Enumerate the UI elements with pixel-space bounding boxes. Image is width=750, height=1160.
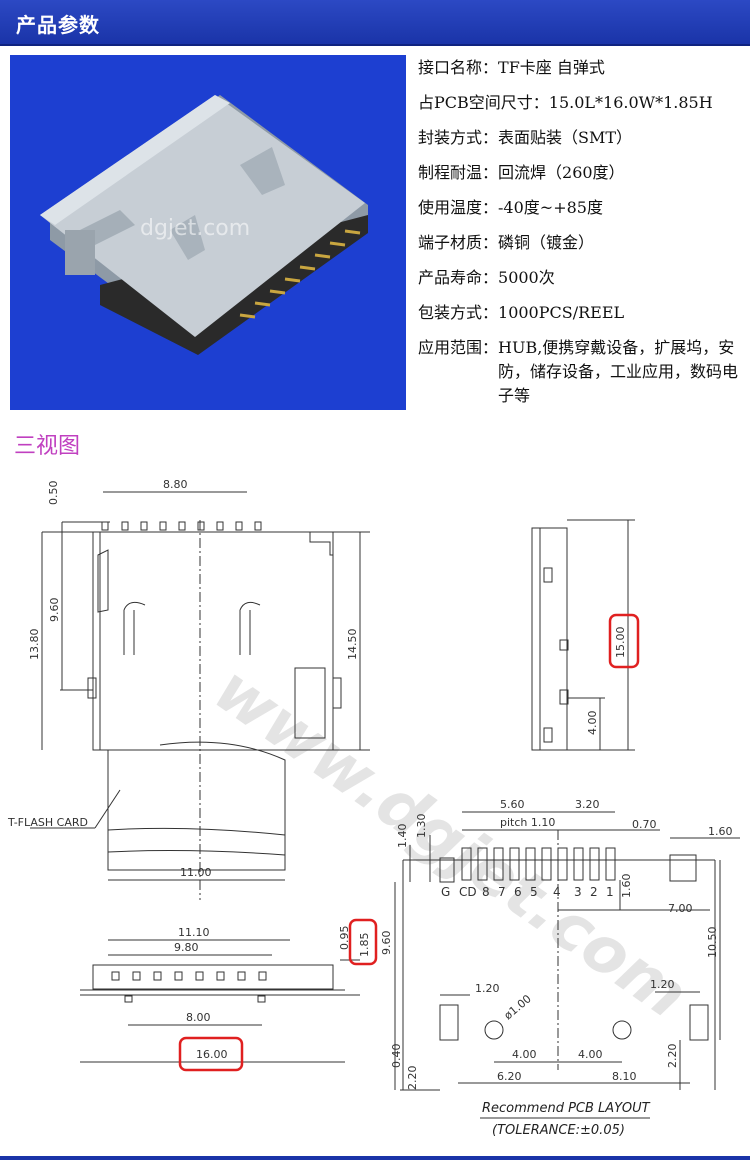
spec-value: 磷铜（镀金） xyxy=(498,233,595,252)
spec-value: HUB,便携穿戴设备，扩展坞，安防，储存设备，工业应用，数码电子等 xyxy=(498,338,739,405)
spec-value: -40度~+85度 xyxy=(498,198,603,217)
pin-label: CD xyxy=(459,885,477,899)
front-view: 11.10 9.80 8.00 16.00 0.95 1.85 xyxy=(80,918,378,1072)
dim-label: 1.40 xyxy=(396,824,409,849)
dim-label: 8.10 xyxy=(612,1070,637,1083)
three-view-drawing: www.dgjet.com xyxy=(7,478,740,1138)
pcb-layout: 5.60 3.20 pitch 1.10 0.70 1.60 1.30 1.40… xyxy=(380,798,740,1138)
pcb-tolerance: (TOLERANCE:±0.05) xyxy=(492,1123,625,1138)
dim-label: 1.20 xyxy=(475,982,500,995)
spec-row: 封装方式：表面贴装（SMT） xyxy=(418,126,748,150)
dim-label: 11.00 xyxy=(180,866,212,879)
dim-label: 1.20 xyxy=(650,978,675,991)
spec-row: 使用温度：-40度~+85度 xyxy=(418,196,748,220)
pin-label: 7 xyxy=(498,885,506,899)
dim-label: 14.50 xyxy=(346,629,359,661)
spec-value: 回流焊（260度） xyxy=(498,163,625,182)
spec-key: 产品寿命： xyxy=(418,268,499,287)
views-title: 三视图 xyxy=(14,434,81,459)
pin-label: 5 xyxy=(530,885,538,899)
spec-row: 制程耐温：回流焊（260度） xyxy=(418,161,748,185)
card-label: T-FLASH CARD xyxy=(7,816,88,829)
dim-label: 4.00 xyxy=(586,711,599,736)
drawing-watermark: www.dgjet.com xyxy=(201,652,701,1033)
dim-label: 9.80 xyxy=(174,941,199,954)
dim-label: 16.00 xyxy=(196,1048,228,1061)
dim-label: 0.70 xyxy=(632,818,657,831)
spec-value: 1000PCS/REEL xyxy=(498,303,625,322)
dim-label: ø1.00 xyxy=(502,992,534,1022)
dim-label: 9.60 xyxy=(380,931,393,956)
dim-label: 10.50 xyxy=(706,927,719,959)
highlight-box xyxy=(348,918,378,966)
footer-line xyxy=(0,1156,750,1160)
dim-label: 13.80 xyxy=(28,629,41,661)
spec-key: 制程耐温： xyxy=(418,163,499,182)
spec-row: 应用范围：HUB,便携穿戴设备，扩展坞，安防，储存设备，工业应用，数码电子等 xyxy=(418,336,748,408)
pin-label: G xyxy=(441,885,450,899)
spec-key: 占PCB空间尺寸： xyxy=(418,93,549,112)
dim-label: 1.85 xyxy=(358,933,371,958)
spec-row: 包装方式：1000PCS/REEL xyxy=(418,301,748,325)
highlight-box xyxy=(608,613,640,669)
spec-key: 端子材质： xyxy=(418,233,499,252)
spec-row: 占PCB空间尺寸：15.0L*16.0W*1.85H xyxy=(418,91,748,115)
highlight-box xyxy=(178,1036,244,1072)
dim-label: 4.00 xyxy=(578,1048,603,1061)
spec-row: 端子材质：磷铜（镀金） xyxy=(418,231,748,255)
dim-label: 1.60 xyxy=(620,874,633,899)
side-view: 15.00 4.00 xyxy=(531,519,640,751)
pin-label: 2 xyxy=(590,885,598,899)
pin-label: 3 xyxy=(574,885,582,899)
dim-label: 3.20 xyxy=(575,798,600,811)
dim-label: 5.60 xyxy=(500,798,525,811)
spec-key: 接口名称： xyxy=(418,58,499,77)
product-photo: dgjet.com xyxy=(10,55,406,410)
pin-label: 1 xyxy=(606,885,614,899)
spec-value: 5000次 xyxy=(498,268,555,287)
dim-label: 0.50 xyxy=(47,481,60,506)
spec-row: 产品寿命：5000次 xyxy=(418,266,748,290)
header-title: 产品参数 xyxy=(16,13,100,37)
pin-label: 8 xyxy=(482,885,490,899)
connector-illustration: dgjet.com xyxy=(40,95,368,355)
spec-key: 应用范围： xyxy=(418,338,499,357)
spec-key: 封装方式： xyxy=(418,128,499,147)
spec-value: 15.0L*16.0W*1.85H xyxy=(548,93,713,112)
dim-label: 1.30 xyxy=(415,814,428,839)
dim-label: 9.60 xyxy=(48,598,61,623)
spec-value: 表面贴装（SMT） xyxy=(498,128,633,147)
dim-label: 2.20 xyxy=(406,1066,419,1091)
dim-label: 7.00 xyxy=(668,902,693,915)
spec-list: 接口名称：TF卡座 自弹式 占PCB空间尺寸：15.0L*16.0W*1.85H… xyxy=(418,56,748,419)
spec-key: 使用温度： xyxy=(418,198,499,217)
dim-label: 4.00 xyxy=(512,1048,537,1061)
pin-label: 4 xyxy=(553,885,561,899)
pcb-caption: Recommend PCB LAYOUT xyxy=(482,1101,651,1116)
photo-watermark: dgjet.com xyxy=(140,216,250,241)
dim-label: 0.40 xyxy=(390,1044,403,1069)
spec-row: 接口名称：TF卡座 自弹式 xyxy=(418,56,748,80)
dim-label: pitch 1.10 xyxy=(500,816,555,829)
dim-label: 15.00 xyxy=(614,627,627,659)
dim-label: 0.95 xyxy=(338,926,351,951)
dim-label: 2.20 xyxy=(666,1044,679,1069)
spec-key: 包装方式： xyxy=(418,303,499,322)
spec-value: TF卡座 自弹式 xyxy=(498,58,605,77)
dim-label: 8.80 xyxy=(163,478,188,491)
dim-label: 8.00 xyxy=(186,1011,211,1024)
dim-label: 11.10 xyxy=(178,926,210,939)
pin-label: 6 xyxy=(514,885,522,899)
dim-label: 1.60 xyxy=(708,825,733,838)
dim-label: 6.20 xyxy=(497,1070,522,1083)
header-bar: 产品参数 xyxy=(0,0,750,46)
top-view: 0.50 8.80 9.60 13.80 14.50 11.00 T-FLASH… xyxy=(7,478,370,900)
